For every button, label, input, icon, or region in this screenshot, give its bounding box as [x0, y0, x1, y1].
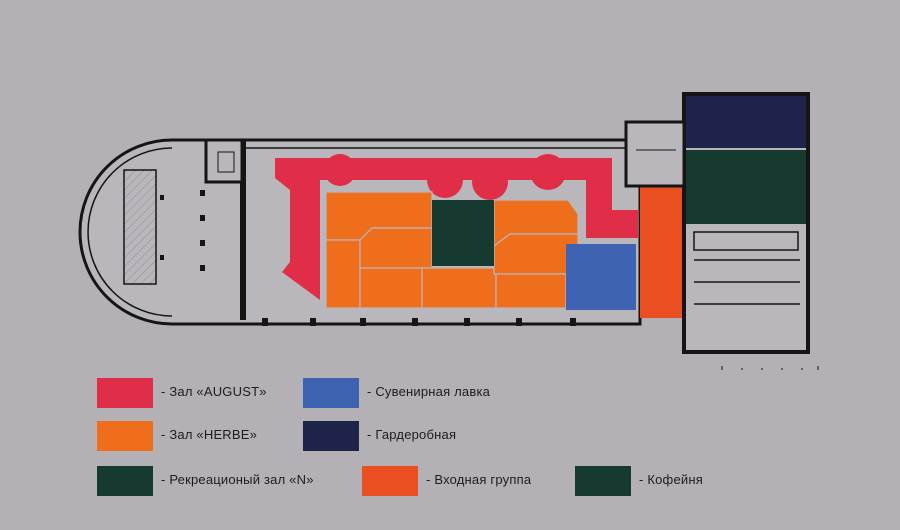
stair-right [624, 120, 686, 188]
left-wing-wall [240, 140, 246, 320]
legend-label-entrance: - Входная группа [426, 472, 532, 487]
legend-label-souvenir: - Сувенирная лавка [367, 384, 491, 399]
legend-label-herbe: - Зал «HERBE» [161, 427, 258, 442]
floor-plan [78, 92, 819, 370]
wing-partitions [693, 231, 800, 305]
zone-souvenir [566, 244, 636, 310]
legend-label-cafe: - Кофейня [639, 472, 703, 487]
swatch-souvenir [303, 378, 359, 408]
legend-label-cloakroom: - Гардеробная [367, 427, 457, 442]
zone-cafe [686, 150, 806, 224]
zone-herbe [325, 191, 579, 309]
wall-piers [262, 318, 576, 326]
swatch-recreation [97, 466, 153, 496]
zone-recreation [432, 200, 494, 266]
inner-curved-wall [87, 147, 173, 317]
hatched-exhibit [123, 169, 157, 285]
legend-label-recreation: - Рекреационый зал «N» [161, 472, 314, 487]
columns [160, 190, 205, 271]
swatch-cloakroom [303, 421, 359, 451]
zone-entrance [640, 186, 684, 318]
zone-august [275, 154, 638, 300]
legend-label-august: - Зал «AUGUST» [161, 384, 267, 399]
zone-cloakroom [686, 96, 806, 148]
swatch-cafe [575, 466, 631, 496]
swatch-august [97, 378, 153, 408]
swatch-herbe [97, 421, 153, 451]
scale-bar [721, 366, 819, 370]
stair-left [204, 138, 244, 184]
swatch-entrance [362, 466, 418, 496]
